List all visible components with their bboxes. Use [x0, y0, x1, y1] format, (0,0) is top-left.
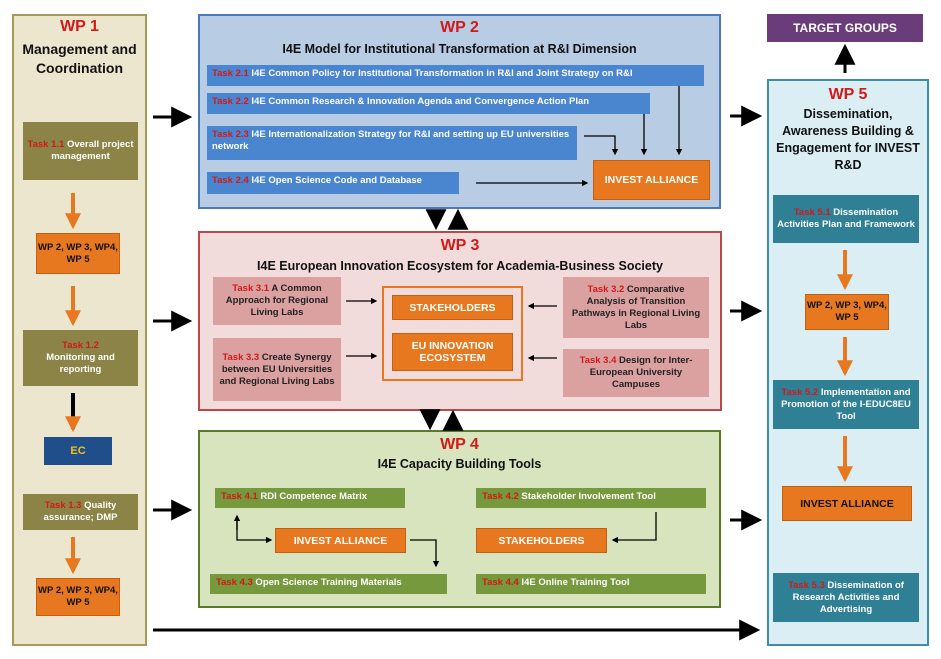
wp5-task-5-3: Task 5.3 Dissemination of Research Activ…: [773, 573, 919, 622]
wp3-task-3-1: Task 3.1 A Common Approach for Regional …: [213, 277, 341, 325]
ec-box: EC: [44, 437, 112, 465]
stakeholders-label: STAKEHOLDERS: [498, 534, 585, 547]
arrow-alliance-43: [410, 539, 440, 568]
wp1-task-1-1: Task 1.1 Overall project management: [23, 122, 138, 180]
wp3-task-3-4: Task 3.4 Design for Inter-European Unive…: [563, 349, 709, 397]
task-id: Task 5.1: [793, 207, 831, 218]
ec-label: EC: [70, 445, 86, 457]
wp2-task-2-4: Task 2.4 I4E Open Science Code and Datab…: [207, 172, 459, 194]
task-text: Dissemination of Research Activities and…: [792, 579, 904, 615]
wp1-task-1-2: Task 1.2 Monitoring and reporting: [23, 330, 138, 386]
task-id: Task 4.4: [482, 577, 519, 588]
wp5-task-5-1: Task 5.1 Dissemination Activities Plan a…: [773, 195, 919, 243]
wp1-task-1-3: Task 1.3 Quality assurance; DMP: [23, 494, 138, 530]
wp2-task-2-3: Task 2.3 I4E Internationalization Strate…: [207, 126, 577, 160]
task-text: Implementation and Promotion of the I-ED…: [781, 386, 911, 422]
task-id: Task 2.3: [212, 129, 249, 140]
wp4-stakeholders: STAKEHOLDERS: [476, 528, 607, 553]
wp3-task-3-3: Task 3.3 Create Synergy between EU Unive…: [213, 338, 341, 401]
wp1-wp-list-a: WP 2, WP 3, WP4, WP 5: [36, 233, 120, 274]
alliance-label: INVEST ALLIANCE: [604, 174, 699, 186]
task-id: Task 3.3: [222, 351, 260, 363]
wp2-task-2-2: Task 2.2 I4E Common Research & Innovatio…: [207, 93, 650, 114]
wp4-task-4-3: Task 4.3 Open Science Training Materials: [210, 574, 447, 594]
task-id: Task 1.3: [44, 500, 82, 511]
task-id: Task 3.1: [232, 283, 270, 294]
wp4-invest-alliance: INVEST ALLIANCE: [275, 528, 406, 553]
wp-list-label: WP 2, WP 3, WP4, WP 5: [807, 300, 887, 323]
task-text: Create Synergy between EU Universities a…: [219, 351, 335, 387]
wp5-invest-alliance: INVEST ALLIANCE: [782, 486, 912, 521]
wp3-stakeholders: STAKEHOLDERS: [392, 295, 513, 320]
target-groups-label: TARGET GROUPS: [793, 21, 897, 35]
wp3-task-3-2: Task 3.2 Comparative Analysis of Transit…: [563, 277, 709, 338]
wp4-task-4-4: Task 4.4 I4E Online Training Tool: [476, 574, 706, 594]
wp5-number: WP 5: [828, 86, 868, 103]
alliance-label: INVEST ALLIANCE: [293, 534, 388, 547]
task-text: Comparative Analysis of Transition Pathw…: [571, 283, 701, 331]
task-text: I4E Open Science Code and Database: [248, 175, 422, 186]
ecosystem-label: EU INNOVATION ECOSYSTEM: [411, 340, 494, 364]
arrow-23-alliance: [584, 135, 619, 156]
task-text: I4E Online Training Tool: [518, 577, 630, 588]
wp5-wp-list: WP 2, WP 3, WP4, WP 5: [805, 294, 889, 330]
task-id: Task 4.3: [216, 577, 253, 588]
task-text: Quality assurance; DMP: [43, 500, 118, 523]
wp-list-label: WP 2, WP 3, WP4, WP 5: [38, 585, 118, 608]
task-text: I4E Common Policy for Institutional Tran…: [248, 68, 633, 79]
task-id: Task 1.1: [27, 139, 65, 150]
wp1-number: WP 1: [60, 18, 99, 35]
task-text: Stakeholder Involvement Tool: [518, 491, 656, 502]
wp1-wp-list-b: WP 2, WP 3, WP4, WP 5: [36, 578, 120, 616]
wp2-title: I4E Model for Institutional Transformati…: [282, 42, 637, 56]
wp3-eu-ecosystem: EU INNOVATION ECOSYSTEM: [392, 333, 513, 371]
wp5-task-5-2: Task 5.2 Implementation and Promotion of…: [773, 380, 919, 429]
wp5-title: Dissemination, Awareness Building & Enga…: [776, 107, 920, 172]
arrow-42-stakeholders: [611, 512, 657, 544]
wp4-task-4-2: Task 4.2 Stakeholder Involvement Tool: [476, 488, 706, 508]
task-id: Task 2.1: [212, 68, 249, 79]
arrow-41-alliance: [236, 521, 273, 544]
alliance-label: INVEST ALLIANCE: [800, 497, 894, 510]
wp3-title: I4E European Innovation Ecosystem for Ac…: [257, 259, 663, 273]
wp2-invest-alliance: INVEST ALLIANCE: [593, 160, 710, 200]
wp2-task-2-1: Task 2.1 I4E Common Policy for Instituti…: [207, 65, 704, 86]
task-id: Task 2.2: [212, 96, 249, 107]
task-id: Task 4.1: [221, 491, 258, 502]
task-id: Task 4.2: [482, 491, 519, 502]
task-text: Monitoring and reporting: [46, 352, 115, 375]
wp-list-label: WP 2, WP 3, WP4, WP 5: [38, 241, 118, 265]
task-id: Task 5.3: [788, 579, 825, 591]
task-text: RDI Competence Matrix: [257, 491, 368, 502]
task-text: Overall project management: [51, 139, 134, 162]
task-id: Task 2.4: [212, 175, 249, 186]
stakeholders-label: STAKEHOLDERS: [409, 301, 496, 314]
task-id: Task 1.2: [62, 340, 99, 351]
wp1-title: Management and Coordination: [22, 41, 137, 76]
task-text: Design for Inter-European University Cam…: [589, 355, 693, 390]
wp4-task-4-1: Task 4.1 RDI Competence Matrix: [215, 488, 405, 508]
wp2-number: WP 2: [440, 19, 479, 36]
wp4-title: I4E Capacity Building Tools: [377, 457, 542, 471]
task-id: Task 3.4: [579, 355, 617, 366]
wp4-number: WP 4: [440, 436, 479, 453]
task-text: I4E Internationalization Strategy for R&…: [212, 129, 570, 152]
task-text: I4E Common Research & Innovation Agenda …: [248, 96, 590, 107]
task-text: Open Science Training Materials: [252, 577, 402, 588]
task-text: Dissemination Activities Plan and Framew…: [777, 207, 915, 230]
target-groups-box: TARGET GROUPS: [767, 14, 923, 42]
task-text: A Common Approach for Regional Living La…: [225, 283, 329, 318]
task-id: Task 3.2: [587, 283, 625, 295]
wp3-number: WP 3: [440, 237, 480, 254]
task-id: Task 5.2: [781, 386, 819, 398]
